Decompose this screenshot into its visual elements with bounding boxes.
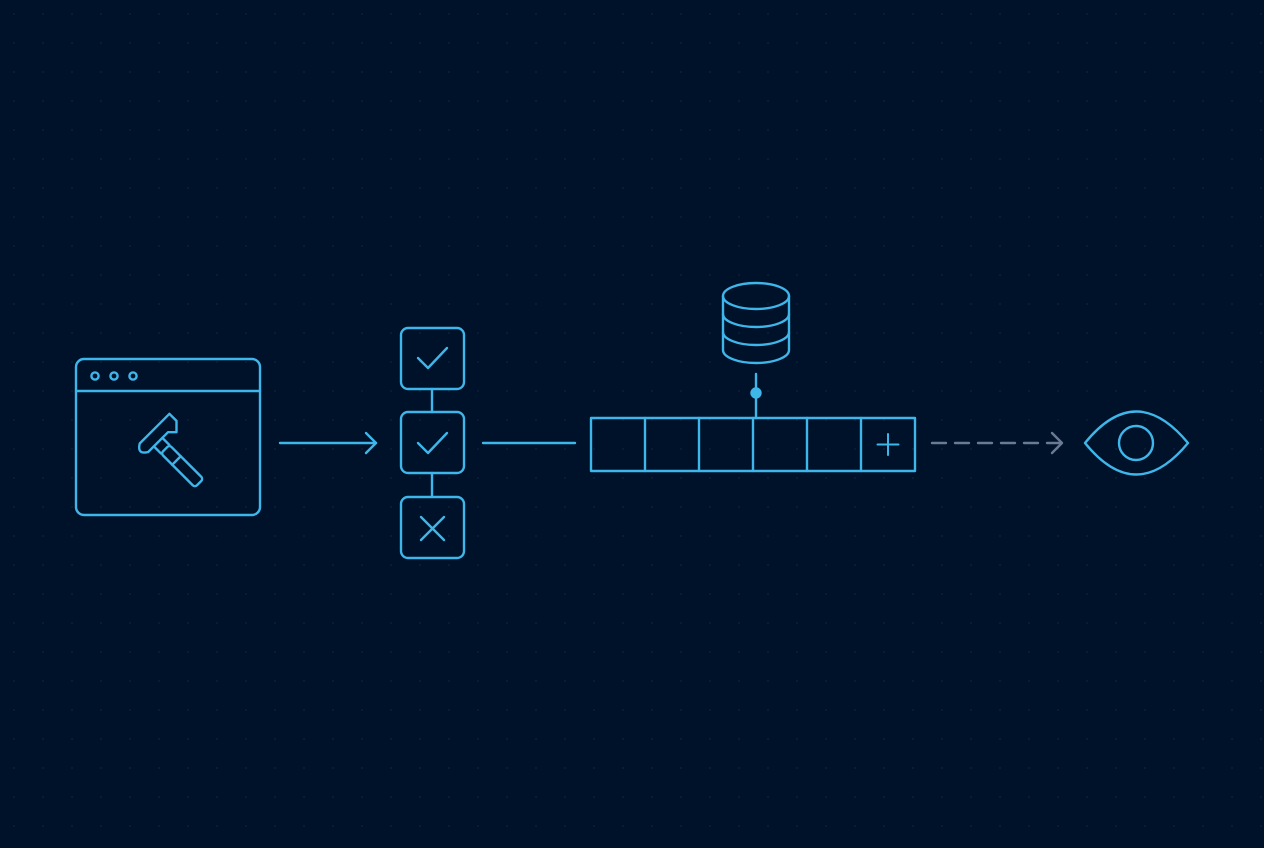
window-dot-icon — [109, 371, 119, 381]
plus-icon — [876, 433, 900, 456]
window-dot-icon — [128, 371, 138, 381]
artifact-slots — [589, 416, 917, 473]
checkmark-icon — [416, 346, 449, 370]
database-icon — [721, 281, 791, 420]
eye-icon — [1083, 410, 1190, 476]
checkmark-icon — [416, 431, 449, 455]
dashed-arrow-connector — [930, 431, 1064, 455]
window-dot-icon — [90, 371, 100, 381]
check-box-fail — [399, 495, 466, 560]
check-list-icon — [399, 326, 466, 560]
arrow-connector — [278, 431, 378, 455]
junction-dot — [750, 387, 762, 399]
hammer-icon — [137, 412, 204, 488]
browser-window-hammer-icon — [74, 357, 262, 517]
